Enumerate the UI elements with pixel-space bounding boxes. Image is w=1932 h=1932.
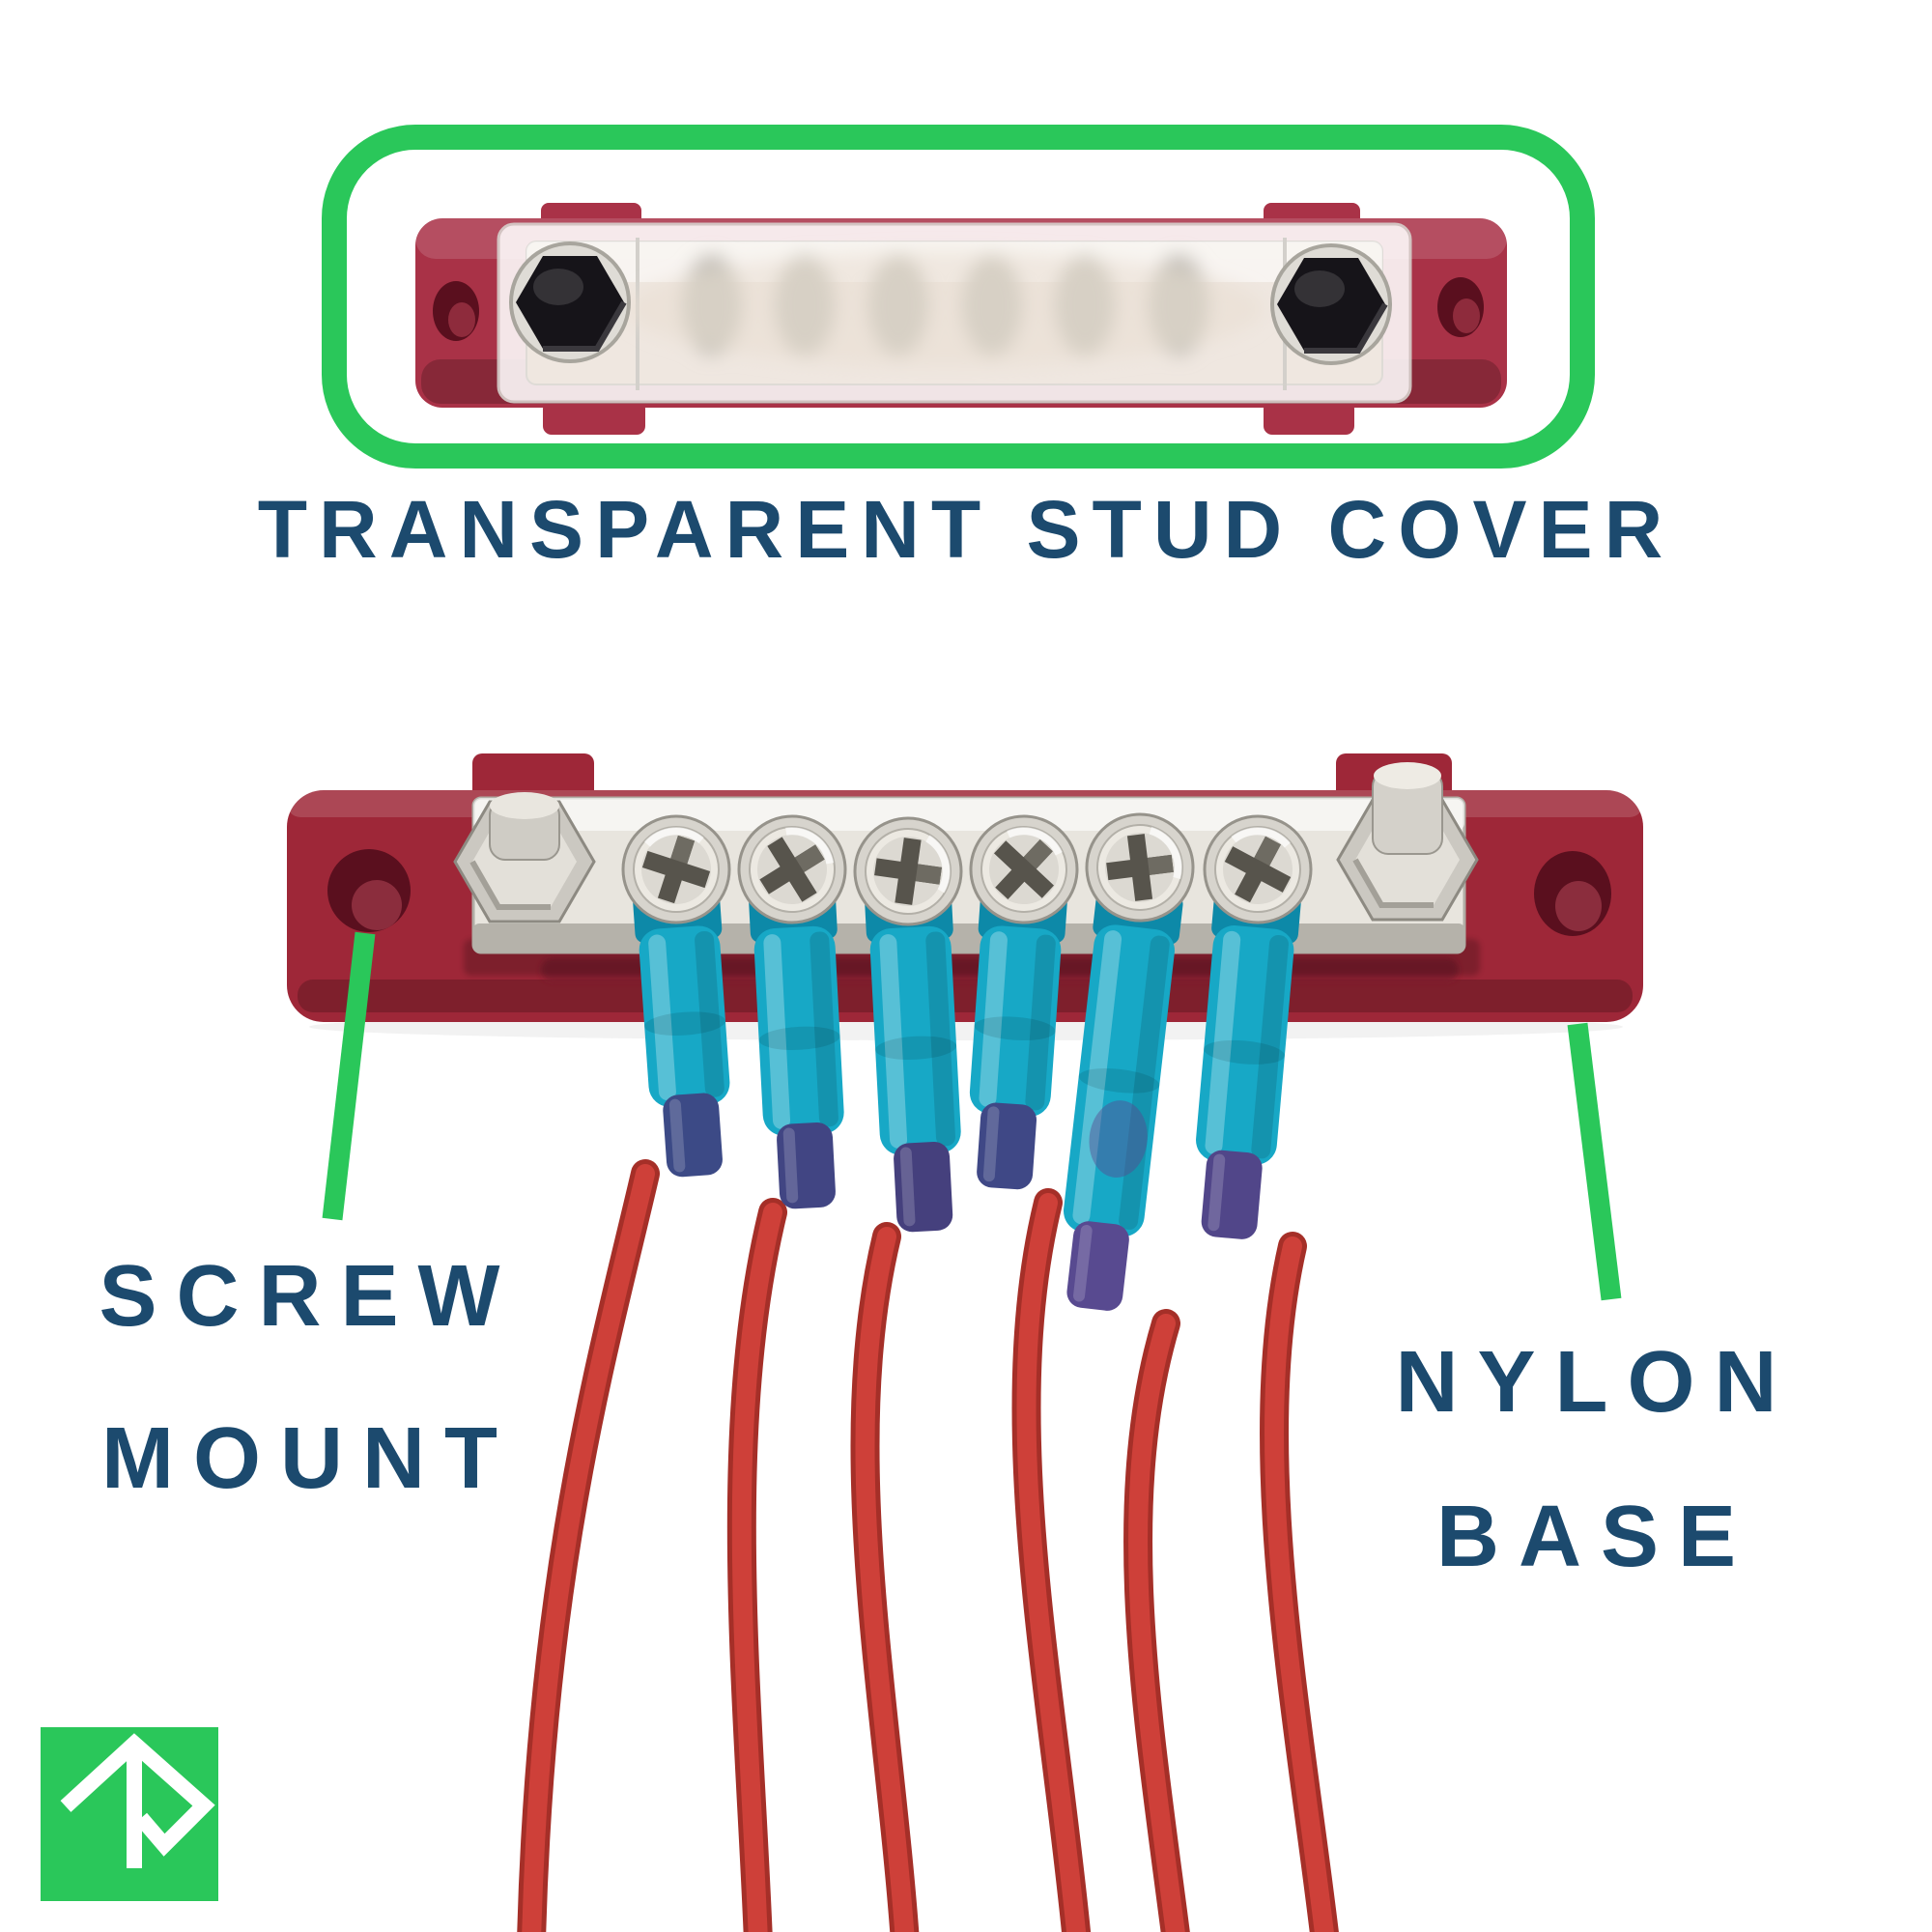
brand-logo bbox=[41, 1727, 218, 1901]
callout-line-screw-mount bbox=[322, 931, 376, 1221]
red-wires bbox=[531, 1174, 1325, 1932]
crimp-terminals bbox=[633, 887, 1301, 1311]
top-busbar-photo bbox=[322, 125, 1595, 469]
label-screw-mount: SCREW MOUNT bbox=[0, 1253, 618, 1502]
frosted-screw-silhouettes bbox=[626, 251, 1264, 367]
terminal bbox=[1196, 887, 1301, 1239]
end-stud-left bbox=[455, 792, 594, 922]
middle-busbar-photo bbox=[287, 753, 1643, 1932]
transparent-stud-cover bbox=[497, 222, 1412, 404]
label-nylon-base: NYLON BASE bbox=[1287, 1339, 1905, 1580]
terminal bbox=[749, 889, 844, 1209]
arrow-up-logo-icon bbox=[60, 1733, 215, 1868]
end-stud-right bbox=[1338, 762, 1477, 920]
label-nylon-base-line1: NYLON bbox=[1395, 1334, 1797, 1431]
label-screw-mount-line1: SCREW bbox=[99, 1248, 520, 1345]
callout-line-nylon-base bbox=[1567, 1022, 1622, 1301]
stud-cap-left bbox=[509, 242, 631, 363]
highlight-outline-box bbox=[322, 125, 1595, 469]
terminal-screw bbox=[623, 816, 729, 923]
label-screw-mount-line2: MOUNT bbox=[101, 1410, 517, 1507]
caption-transparent-stud-cover: TRANSPARENT STUD COVER bbox=[257, 484, 1675, 575]
stud-cap-right bbox=[1270, 243, 1392, 365]
screw-mount-hole-left bbox=[327, 849, 411, 932]
terminal bbox=[1063, 887, 1183, 1311]
screw-mount-hole-right bbox=[1534, 851, 1611, 936]
terminal bbox=[633, 888, 730, 1178]
label-nylon-base-line2: BASE bbox=[1435, 1489, 1756, 1585]
